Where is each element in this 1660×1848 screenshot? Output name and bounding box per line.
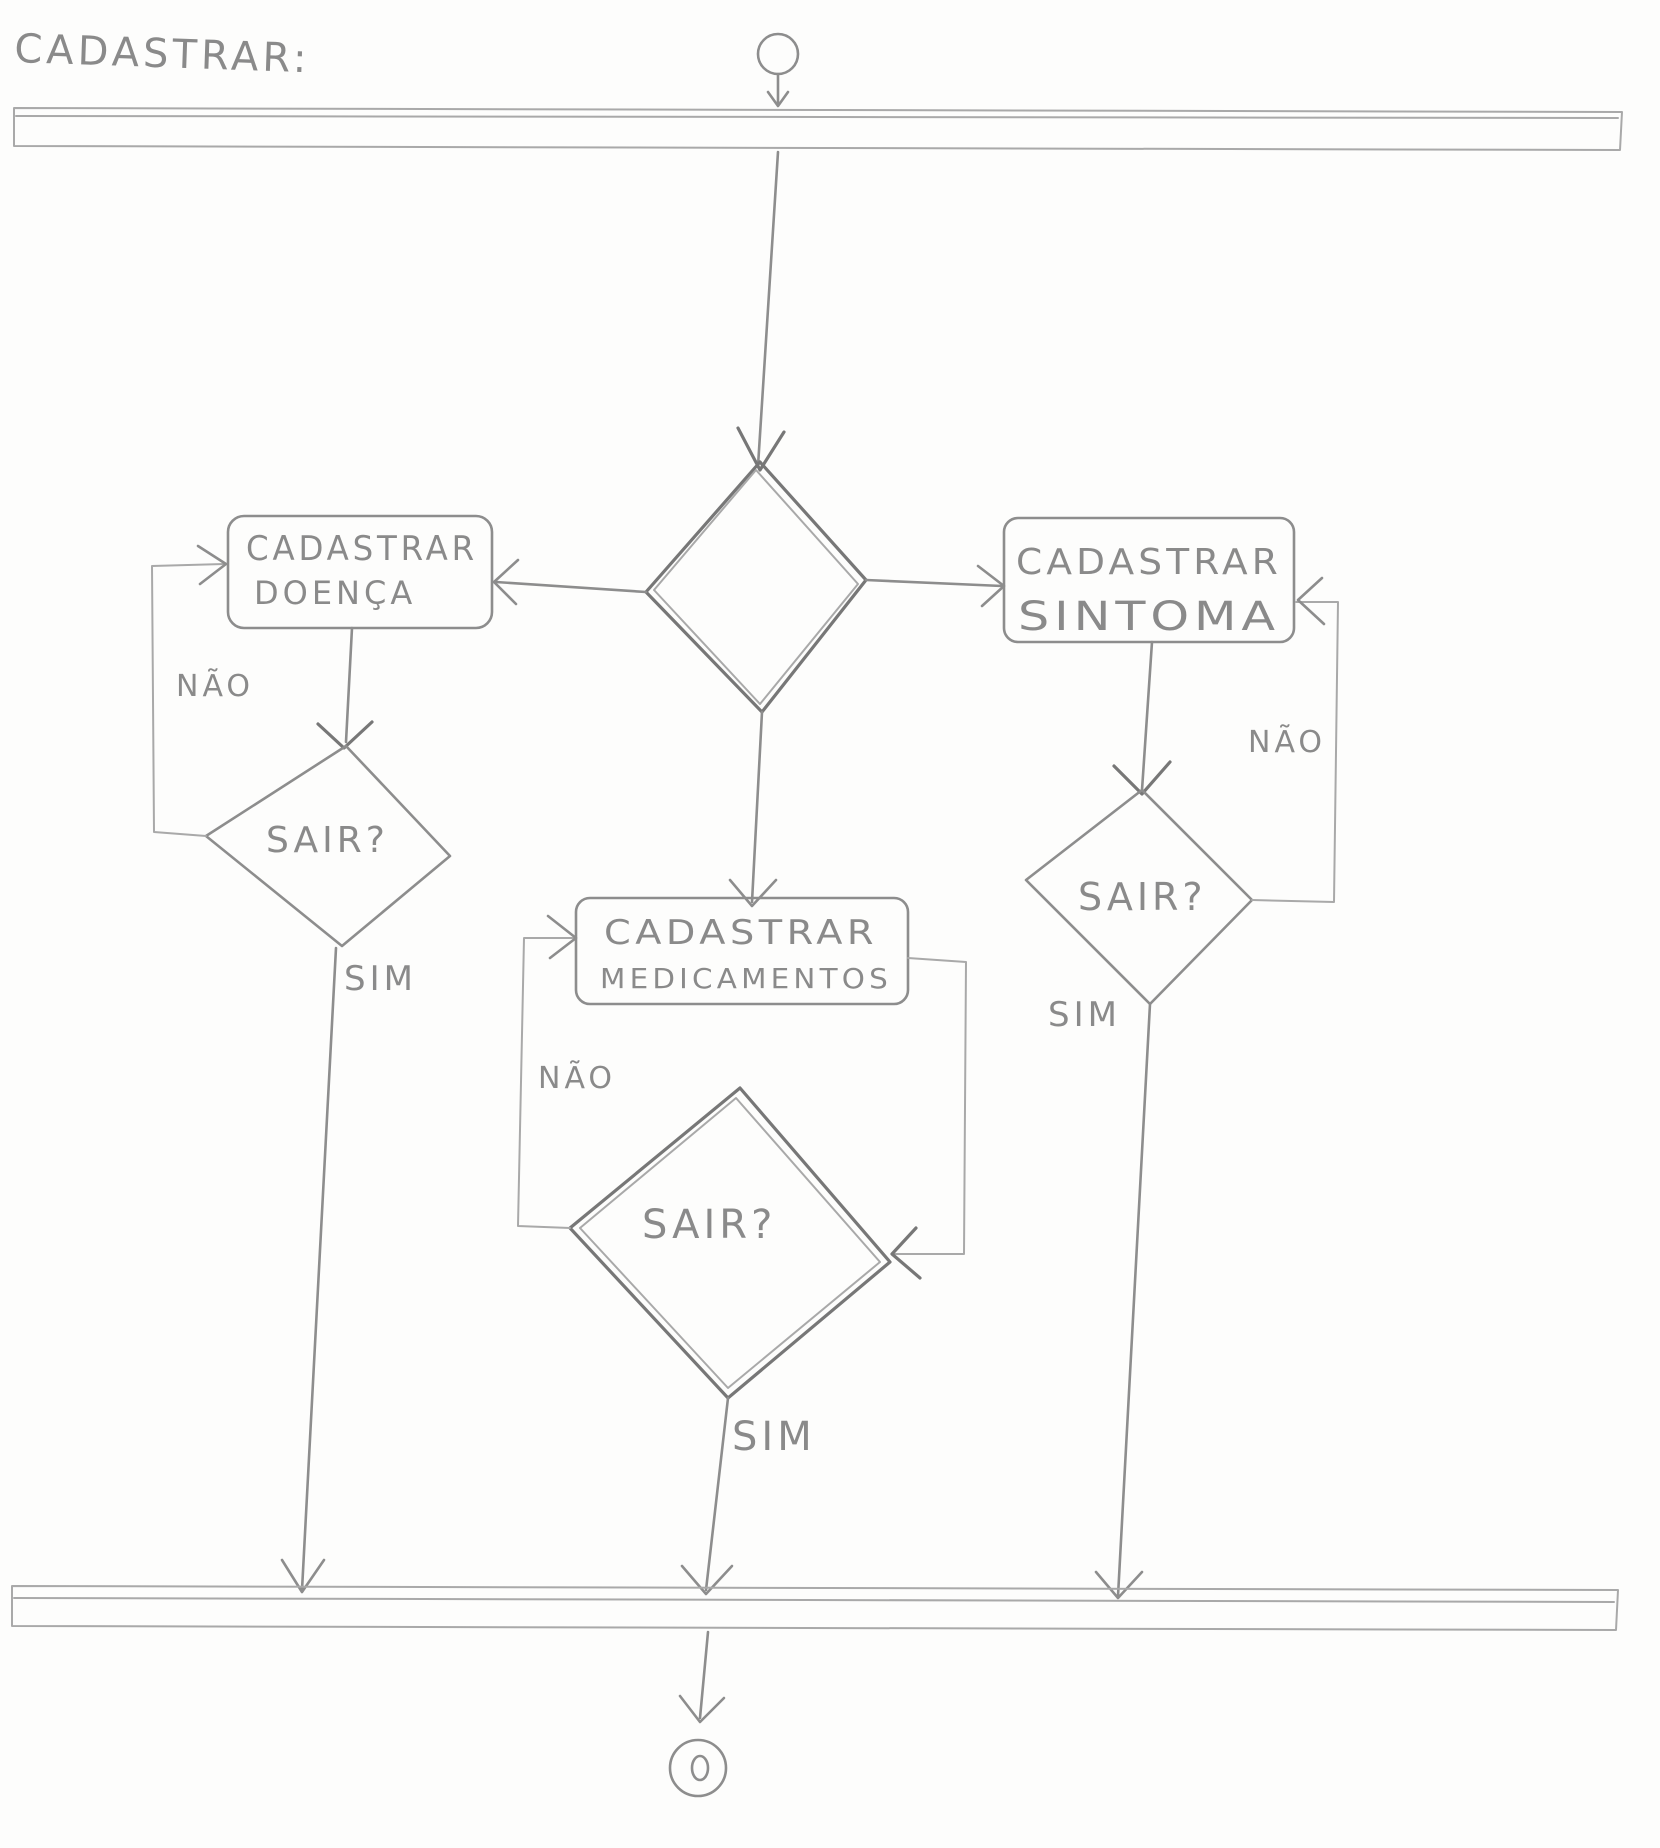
medicamentos-label-line2: MEDICAMENTOS	[600, 962, 892, 995]
nao-center-label: NÃO	[538, 1060, 616, 1096]
sintoma-label-line2: SINTOMA	[1018, 594, 1280, 640]
end-node	[668, 1738, 728, 1798]
loop-nao-sintoma: NÃO	[1248, 576, 1339, 903]
diagram-title: CADASTRAR:	[14, 26, 312, 82]
doenca-label-line1: CADASTRAR	[246, 529, 478, 569]
action-cadastrar-medicamentos: CADASTRAR MEDICAMENTOS	[574, 896, 910, 1006]
flow-doenca-to-sair	[316, 626, 374, 750]
flow-fork-to-decision	[736, 150, 786, 472]
flow-decision-to-doenca	[492, 558, 648, 606]
flow-sintoma-to-sair	[1112, 640, 1172, 796]
flow-sim-sintoma-to-join: SIM	[1048, 995, 1152, 1600]
flow-decision-to-medicamentos	[728, 710, 778, 908]
action-cadastrar-doenca: CADASTRAR DOENÇA	[226, 514, 494, 630]
flow-decision-to-sintoma	[864, 564, 1006, 608]
sair-sintoma-label: SAIR?	[1078, 875, 1207, 919]
doenca-label-line2: DOENÇA	[254, 574, 416, 612]
flow-sim-medicamentos-to-join: SIM	[680, 1396, 816, 1596]
loop-medicamentos-back	[890, 957, 967, 1280]
decision-sair-sintoma: SAIR?	[1024, 788, 1254, 1006]
loop-nao-doenca: NÃO	[151, 544, 254, 837]
sim-right-label: SIM	[1048, 995, 1121, 1035]
sintoma-label-line1: CADASTRAR	[1016, 542, 1282, 583]
start-node	[756, 32, 800, 108]
action-cadastrar-sintoma: CADASTRAR SINTOMA	[1002, 516, 1296, 644]
sair-doenca-label: SAIR?	[266, 820, 389, 861]
decision-sair-medicamentos: SAIR?	[568, 1086, 892, 1400]
decision-sair-doenca: SAIR?	[204, 744, 452, 948]
loop-nao-medicamentos: NÃO	[517, 914, 616, 1229]
join-bar	[11, 1585, 1619, 1631]
flow-join-to-end	[678, 1630, 726, 1724]
fork-bar	[13, 107, 1623, 151]
sim-center-label: SIM	[732, 1414, 816, 1460]
nao-left-label: NÃO	[176, 668, 254, 704]
sair-medicamentos-label: SAIR?	[642, 1202, 776, 1248]
flow-sim-doenca-to-join: SIM	[280, 946, 417, 1594]
central-decision	[644, 460, 868, 714]
medicamentos-label-line1: CADASTRAR	[604, 913, 878, 953]
nao-right-label: NÃO	[1248, 724, 1326, 760]
sim-left-label: SIM	[344, 959, 417, 999]
